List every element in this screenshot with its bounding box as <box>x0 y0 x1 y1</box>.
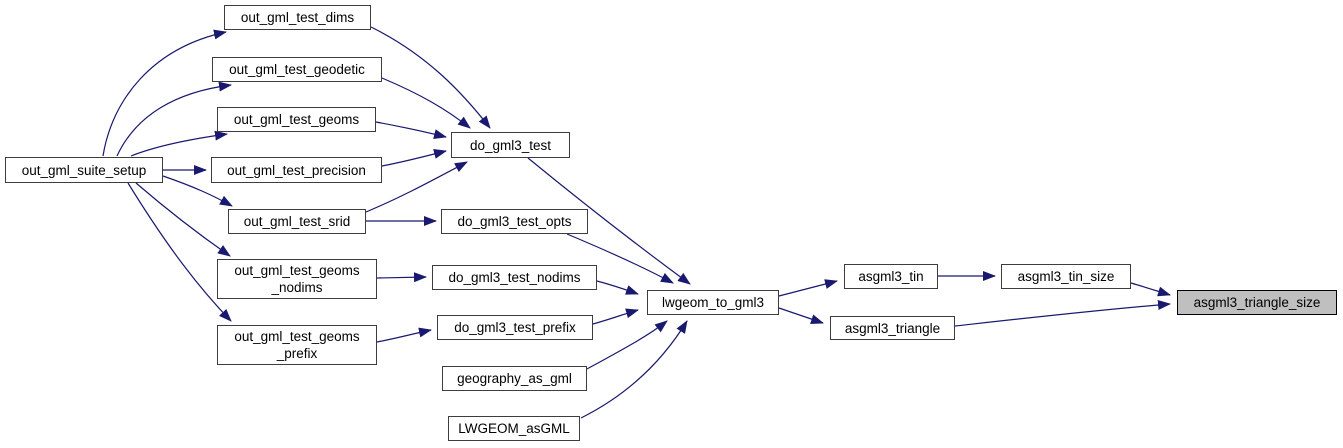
edge-out_gml_test_geoms_nodims-to-do_gml3_test_nodims <box>376 272 427 283</box>
node-geography_as_gml[interactable]: geography_as_gml <box>442 366 587 391</box>
edge-asgml3_triangle-to-asgml3_triangle_size <box>954 300 1171 327</box>
edge-LWGEOM_asGML-to-lwgeom_to_gml3 <box>580 320 688 419</box>
node-out_gml_test_srid[interactable]: out_gml_test_srid <box>228 209 366 234</box>
node-out_gml_test_geodetic[interactable]: out_gml_test_geodetic <box>212 57 382 82</box>
node-do_gml3_test_opts[interactable]: do_gml3_test_opts <box>441 209 588 234</box>
edge-out_gml_test_dims-to-do_gml3_test <box>370 26 491 129</box>
edge-out_gml_suite_setup-to-out_gml_test_dims <box>102 29 227 157</box>
node-out_gml_test_geoms[interactable]: out_gml_test_geoms <box>217 107 376 132</box>
node-asgml3_triangle[interactable]: asgml3_triangle <box>830 316 955 340</box>
node-out_gml_test_dims[interactable]: out_gml_test_dims <box>224 5 371 30</box>
edge-out_gml_suite_setup-to-out_gml_test_srid <box>162 175 233 207</box>
edge-do_gml3_test-to-lwgeom_to_gml3 <box>527 157 691 285</box>
edge-out_gml_suite_setup-to-out_gml_test_geoms_prefix <box>127 182 232 322</box>
edge-out_gml_test_precision-to-do_gml3_test <box>381 149 447 167</box>
edge-do_gml3_test_nodims-to-lwgeom_to_gml3 <box>596 280 639 295</box>
node-asgml3_triangle_size: asgml3_triangle_size <box>1177 290 1337 315</box>
node-do_gml3_test_prefix[interactable]: do_gml3_test_prefix <box>437 315 593 340</box>
edge-out_gml_suite_setup-to-out_gml_test_geoms <box>130 130 228 157</box>
edge-out_gml_test_srid-to-do_gml3_test <box>365 161 468 213</box>
edge-do_gml3_test_opts-to-lwgeom_to_gml3 <box>566 233 674 284</box>
node-out_gml_test_geoms_prefix[interactable]: out_gml_test_geoms _prefix <box>217 325 377 365</box>
edge-do_gml3_test_prefix-to-lwgeom_to_gml3 <box>592 308 639 325</box>
edge-out_gml_suite_setup-to-out_gml_test_geoms_nodims <box>135 182 231 257</box>
edge-geography_as_gml-to-lwgeom_to_gml3 <box>586 320 668 370</box>
node-asgml3_tin[interactable]: asgml3_tin <box>844 264 938 289</box>
node-out_gml_suite_setup[interactable]: out_gml_suite_setup <box>5 157 163 183</box>
node-LWGEOM_asGML[interactable]: LWGEOM_asGML <box>448 416 580 441</box>
node-do_gml3_test[interactable]: do_gml3_test <box>451 132 570 158</box>
node-asgml3_tin_size[interactable]: asgml3_tin_size <box>1001 264 1131 289</box>
edge-asgml3_tin_size-to-asgml3_triangle_size <box>1130 282 1171 297</box>
node-lwgeom_to_gml3[interactable]: lwgeom_to_gml3 <box>647 290 779 315</box>
node-out_gml_test_precision[interactable]: out_gml_test_precision <box>211 157 382 183</box>
node-out_gml_test_geoms_nodims[interactable]: out_gml_test_geoms _nodims <box>217 259 377 299</box>
edge-out_gml_test_geoms_prefix-to-do_gml3_test_prefix <box>376 327 432 343</box>
edge-out_gml_test_geoms-to-do_gml3_test <box>375 121 447 139</box>
node-do_gml3_test_nodims[interactable]: do_gml3_test_nodims <box>432 265 597 290</box>
edge-lwgeom_to_gml3-to-asgml3_tin <box>778 279 838 297</box>
edge-lwgeom_to_gml3-to-asgml3_triangle <box>778 307 824 324</box>
edge-out_gml_suite_setup-to-out_gml_test_geodetic <box>116 81 232 157</box>
edge-out_gml_test_geodetic-to-do_gml3_test <box>381 77 471 129</box>
